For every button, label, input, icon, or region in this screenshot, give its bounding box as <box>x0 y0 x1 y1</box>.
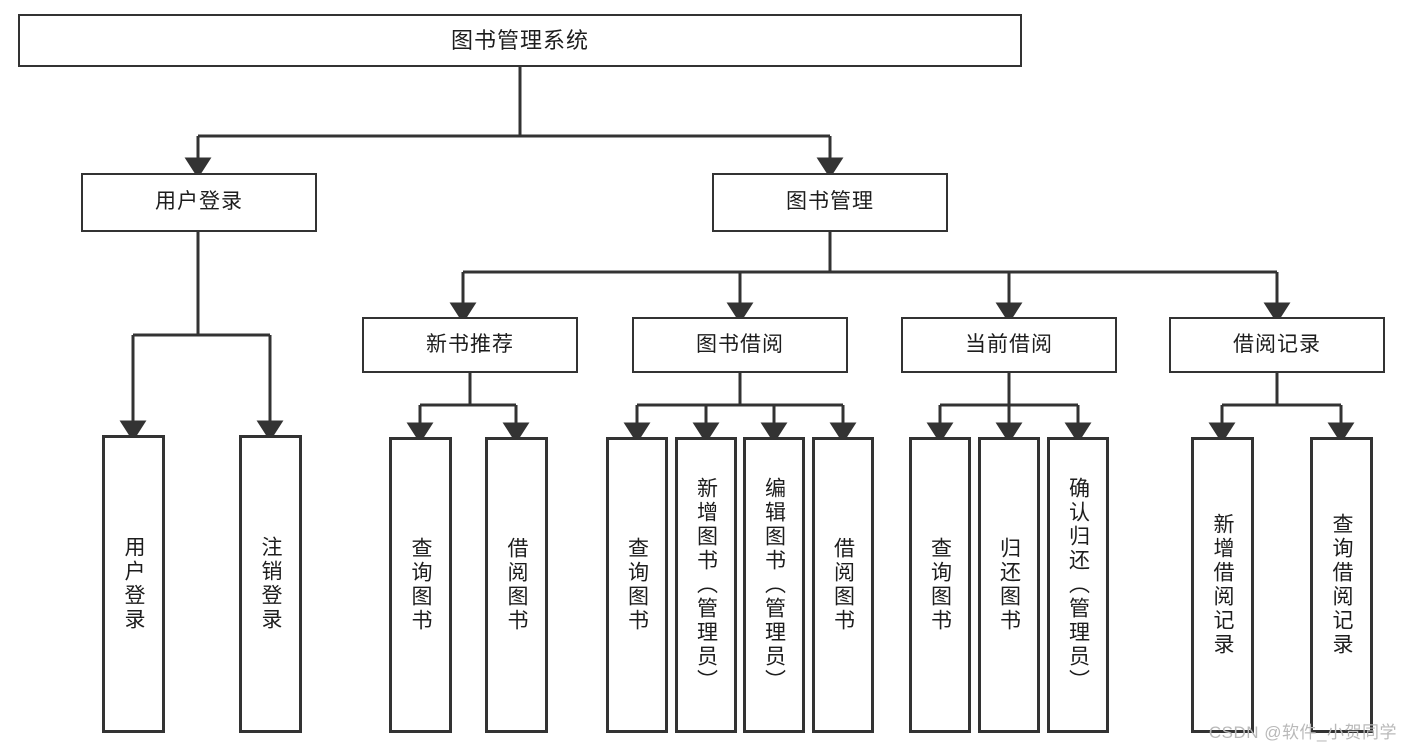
node-label: 注销登录 <box>259 536 282 632</box>
node-label: 图书管理系统 <box>450 27 589 53</box>
node-label: 查询图书 <box>409 537 432 633</box>
leaf-book-borrow-borrow-book[interactable]: 借阅图书 <box>812 437 874 733</box>
node-label: 图书借阅 <box>696 332 784 356</box>
watermark: CSDN @软件_小贺同学 <box>1208 723 1397 742</box>
node-label: 图书管理 <box>786 190 874 214</box>
node-label: 用户登录 <box>122 536 145 632</box>
leaf-new-book-query-book[interactable]: 查询图书 <box>389 437 452 733</box>
node-label: 归还图书 <box>997 537 1021 633</box>
node-label: 借阅图书 <box>505 537 528 633</box>
leaf-current-borrow-confirm-return-admin[interactable]: 确认归还（管理员） <box>1047 437 1109 733</box>
leaf-current-borrow-return-book[interactable]: 归还图书 <box>978 437 1040 733</box>
leaf-book-borrow-add-book-admin[interactable]: 新增图书（管理员） <box>675 437 737 733</box>
node-label: 编辑图书（管理员） <box>762 477 786 693</box>
node-label: 查询图书 <box>625 537 649 633</box>
leaf-user-login-login[interactable]: 用户登录 <box>102 435 165 733</box>
leaf-book-borrow-query-book[interactable]: 查询图书 <box>606 437 668 733</box>
node-book-borrow[interactable]: 图书借阅 <box>632 317 848 373</box>
node-label: 查询借阅记录 <box>1330 513 1353 657</box>
node-user-login[interactable]: 用户登录 <box>81 173 317 232</box>
node-label: 确认归还（管理员） <box>1066 477 1090 693</box>
node-label: 新增借阅记录 <box>1211 513 1234 657</box>
node-label: 当前借阅 <box>965 332 1053 356</box>
node-label: 借阅记录 <box>1233 332 1321 356</box>
node-new-book-recommend[interactable]: 新书推荐 <box>362 317 578 373</box>
leaf-borrow-record-add-record[interactable]: 新增借阅记录 <box>1191 437 1254 733</box>
node-current-borrow[interactable]: 当前借阅 <box>901 317 1117 373</box>
leaf-new-book-borrow-book[interactable]: 借阅图书 <box>485 437 548 733</box>
node-label: 查询图书 <box>928 537 952 633</box>
leaf-borrow-record-query-record[interactable]: 查询借阅记录 <box>1310 437 1373 733</box>
leaf-book-borrow-edit-book-admin[interactable]: 编辑图书（管理员） <box>743 437 805 733</box>
node-label: 借阅图书 <box>831 537 855 633</box>
leaf-user-login-logout[interactable]: 注销登录 <box>239 435 302 733</box>
node-root-book-management-system[interactable]: 图书管理系统 <box>18 14 1022 67</box>
node-label: 新书推荐 <box>426 332 514 356</box>
node-label: 新增图书（管理员） <box>694 477 718 693</box>
node-borrow-record[interactable]: 借阅记录 <box>1169 317 1385 373</box>
node-book-management[interactable]: 图书管理 <box>712 173 948 232</box>
leaf-current-borrow-query-book[interactable]: 查询图书 <box>909 437 971 733</box>
node-label: 用户登录 <box>155 190 243 214</box>
